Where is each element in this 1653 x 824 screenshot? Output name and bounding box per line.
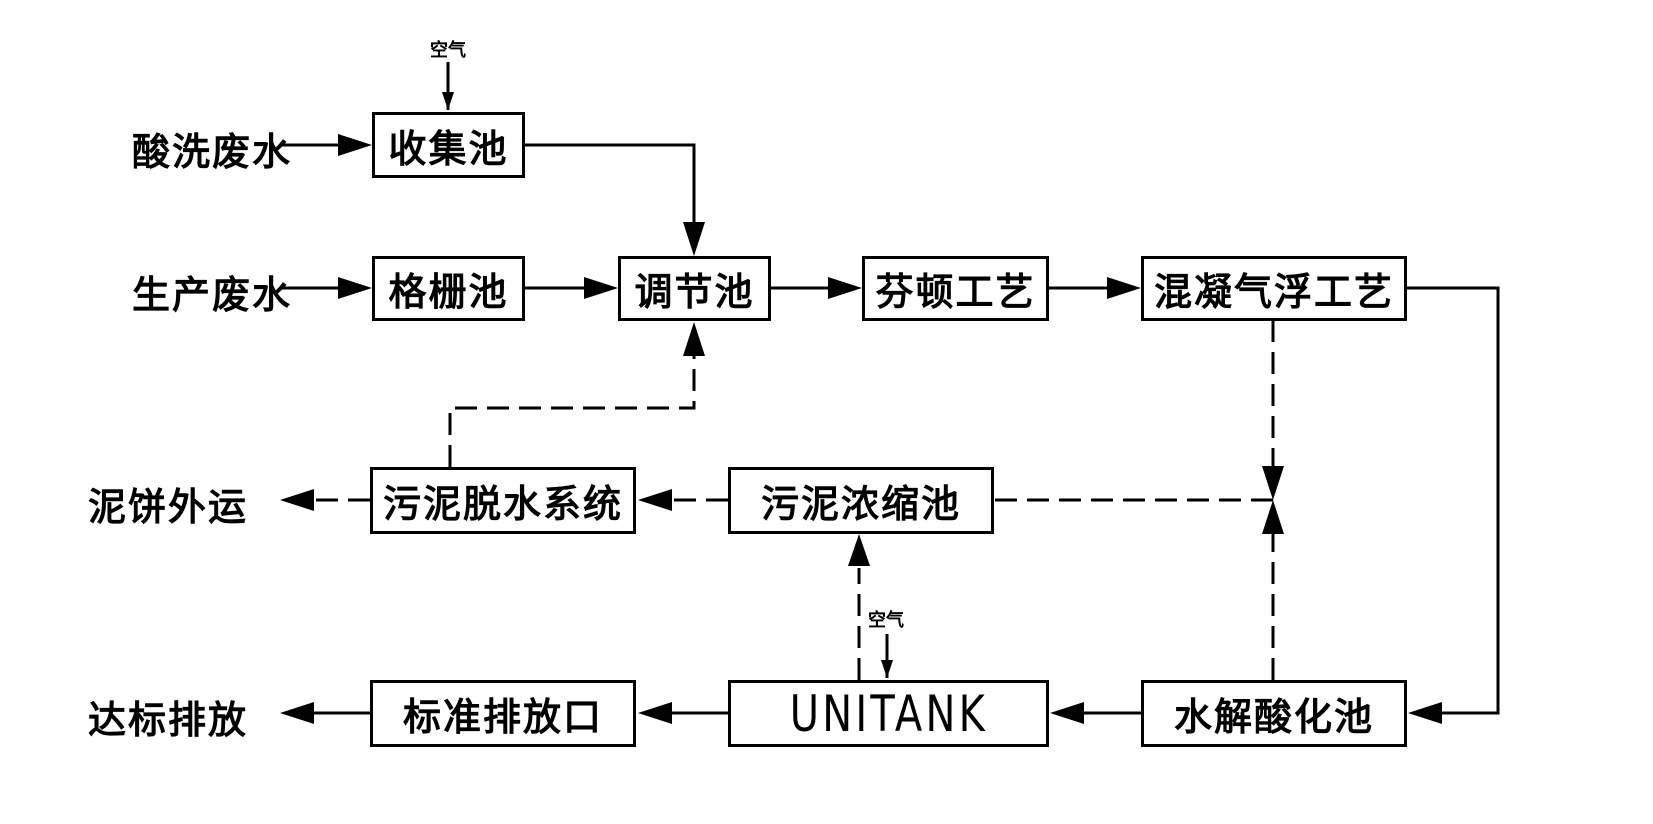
unit-label: 标准排放口 xyxy=(402,694,603,739)
unit-label: 芬顿工艺 xyxy=(875,269,1036,314)
unit-label: UNITANK xyxy=(789,684,988,743)
output-compliant-discharge: 达标排放 xyxy=(88,697,249,742)
unit-label: 污泥脱水系统 xyxy=(382,481,623,526)
unit-label: 水解酸化池 xyxy=(1173,694,1374,739)
arrowhead xyxy=(280,489,314,511)
unit-label: 调节池 xyxy=(634,269,755,314)
unit-label: 污泥浓缩池 xyxy=(760,481,961,526)
arrowhead xyxy=(1107,277,1141,299)
arrow-coagulation-to-hydrolysis xyxy=(1406,286,1500,715)
arrowhead xyxy=(280,702,314,724)
unit-grille-tank: 格栅池 xyxy=(372,256,525,321)
arrowhead xyxy=(683,222,705,256)
unit-sludge-dewatering: 污泥脱水系统 xyxy=(370,467,636,534)
arrowhead xyxy=(1408,702,1442,724)
arrow-collection-to-regulating xyxy=(525,143,696,225)
unit-regulating-tank: 调节池 xyxy=(618,256,771,321)
unit-coagulation-flotation: 混凝气浮工艺 xyxy=(1141,256,1407,321)
arrowhead xyxy=(442,92,454,110)
unit-unitank: UNITANK xyxy=(728,680,1049,747)
arrowhead xyxy=(338,134,372,156)
unit-hydrolysis-acidification: 水解酸化池 xyxy=(1141,680,1407,747)
unit-label: 格栅池 xyxy=(388,269,509,314)
arrowhead xyxy=(848,534,870,566)
arrowhead xyxy=(584,277,618,299)
arrowhead xyxy=(683,322,705,356)
arrowhead xyxy=(828,277,862,299)
air-label-unitank: 空气 xyxy=(868,610,904,631)
arrowhead xyxy=(638,702,672,724)
air-label-top: 空气 xyxy=(430,40,466,61)
unit-standard-outlet: 标准排放口 xyxy=(370,680,636,747)
arrowhead xyxy=(1262,466,1284,500)
unit-fenton-process: 芬顿工艺 xyxy=(862,256,1049,321)
unit-label: 收集池 xyxy=(388,125,509,171)
arrowhead xyxy=(338,277,372,299)
unit-label: 混凝气浮工艺 xyxy=(1153,269,1394,314)
arrowhead xyxy=(638,489,672,511)
unit-collection-tank: 收集池 xyxy=(372,112,525,178)
arrowhead xyxy=(1262,500,1284,534)
arrowhead xyxy=(1050,702,1084,724)
arrowhead xyxy=(881,660,893,678)
input-acid-wastewater: 酸洗废水 xyxy=(132,129,293,174)
output-sludge-cake-transport: 泥饼外运 xyxy=(88,484,249,529)
input-production-wastewater: 生产废水 xyxy=(132,272,293,317)
unit-sludge-thickening: 污泥浓缩池 xyxy=(728,467,994,534)
dashed-dewatering-to-regulating xyxy=(448,356,696,467)
